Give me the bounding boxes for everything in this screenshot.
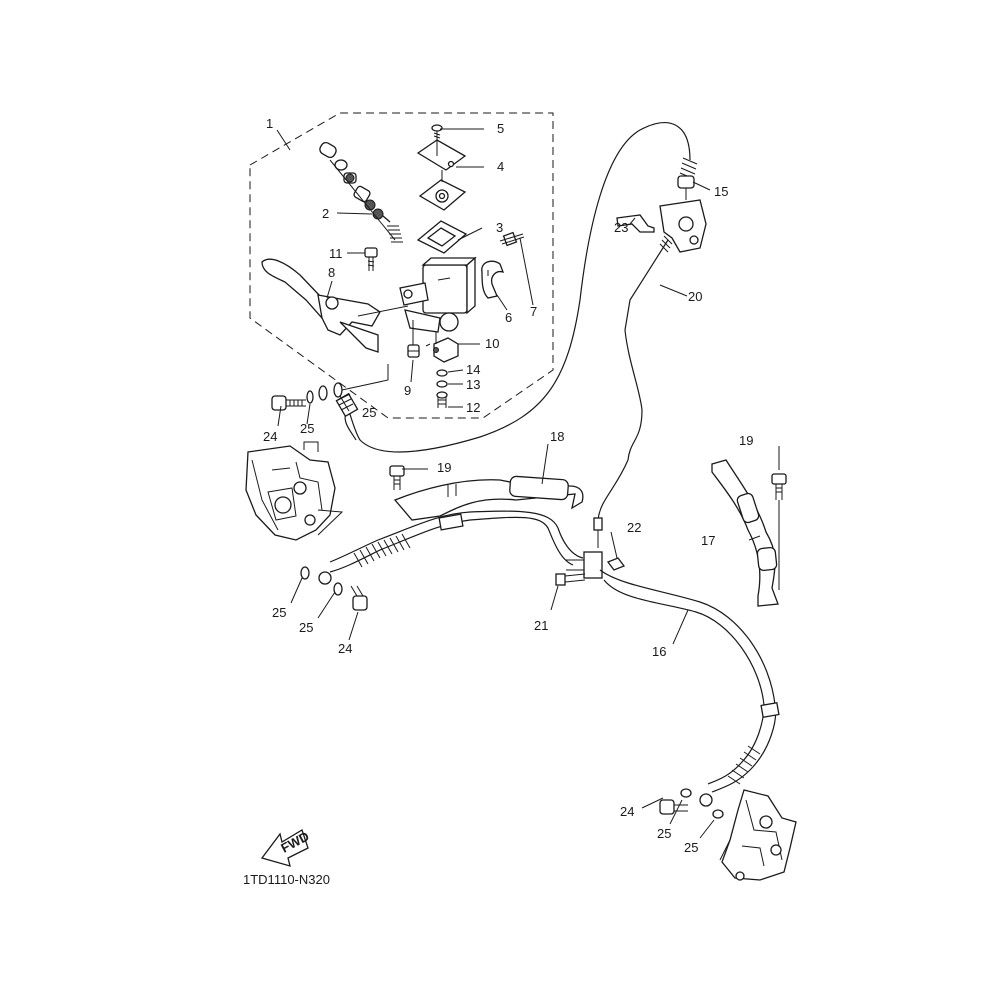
callout-25e: 25 <box>657 826 671 841</box>
callout-15: 15 <box>714 184 728 199</box>
holder-and-bolt <box>481 231 525 299</box>
callout-2: 2 <box>322 206 329 221</box>
callout-12: 12 <box>466 400 480 415</box>
forward-direction-arrow: FWD <box>260 829 312 867</box>
callout-11: 11 <box>329 246 343 261</box>
callout-7: 7 <box>530 304 537 319</box>
callout-9: 9 <box>404 383 411 398</box>
callout-19a: 19 <box>437 460 451 475</box>
callout-14: 14 <box>466 362 480 377</box>
upper-banjo-fasteners <box>271 364 389 411</box>
callout-10: 10 <box>485 336 499 351</box>
callout-24a: 24 <box>263 429 277 444</box>
callout-21: 21 <box>534 618 548 633</box>
callout-25b: 25 <box>362 405 376 420</box>
callout-18: 18 <box>550 429 564 444</box>
callout-25a: 25 <box>300 421 314 436</box>
callout-23: 23 <box>614 220 628 235</box>
callout-4: 4 <box>497 159 504 174</box>
callout-25c: 25 <box>272 605 286 620</box>
upper-brake-hose <box>335 122 691 453</box>
callout-numbers: 1 5 4 2 3 11 8 6 7 10 9 14 13 12 15 23 2… <box>263 116 753 855</box>
callout-16: 16 <box>652 644 666 659</box>
hose-joint-switch <box>616 157 707 253</box>
callout-25f: 25 <box>684 840 698 855</box>
callout-1: 1 <box>266 116 273 131</box>
callout-3: 3 <box>496 220 503 235</box>
callout-20: 20 <box>688 289 702 304</box>
hose-guide-18 <box>389 465 584 521</box>
brake-pipe <box>593 235 673 548</box>
reservoir-cap-parts <box>416 124 468 254</box>
hose-guide-17 <box>711 459 787 607</box>
callout-24b: 24 <box>338 641 352 656</box>
left-brake-caliper <box>245 441 344 541</box>
right-front-brake-hose <box>599 569 780 807</box>
callout-8: 8 <box>328 265 335 280</box>
callout-24c: 24 <box>620 804 634 819</box>
right-brake-caliper <box>659 788 797 881</box>
callout-17: 17 <box>701 533 715 548</box>
callout-25d: 25 <box>299 620 313 635</box>
brake-hose-joint <box>555 551 626 586</box>
piston-kit-parts <box>319 141 403 243</box>
brake-lever <box>261 258 409 353</box>
callout-19b: 19 <box>739 433 753 448</box>
master-cylinder-assembly-boundary <box>249 112 554 419</box>
callout-5: 5 <box>497 121 504 136</box>
callout-leader-lines <box>276 128 780 839</box>
callout-22: 22 <box>627 520 641 535</box>
diagram-code: 1TD1110-N320 <box>243 872 330 887</box>
master-cylinder-body <box>399 256 477 333</box>
callout-13: 13 <box>466 377 480 392</box>
callout-6: 6 <box>505 310 512 325</box>
left-front-brake-hose <box>300 510 584 611</box>
